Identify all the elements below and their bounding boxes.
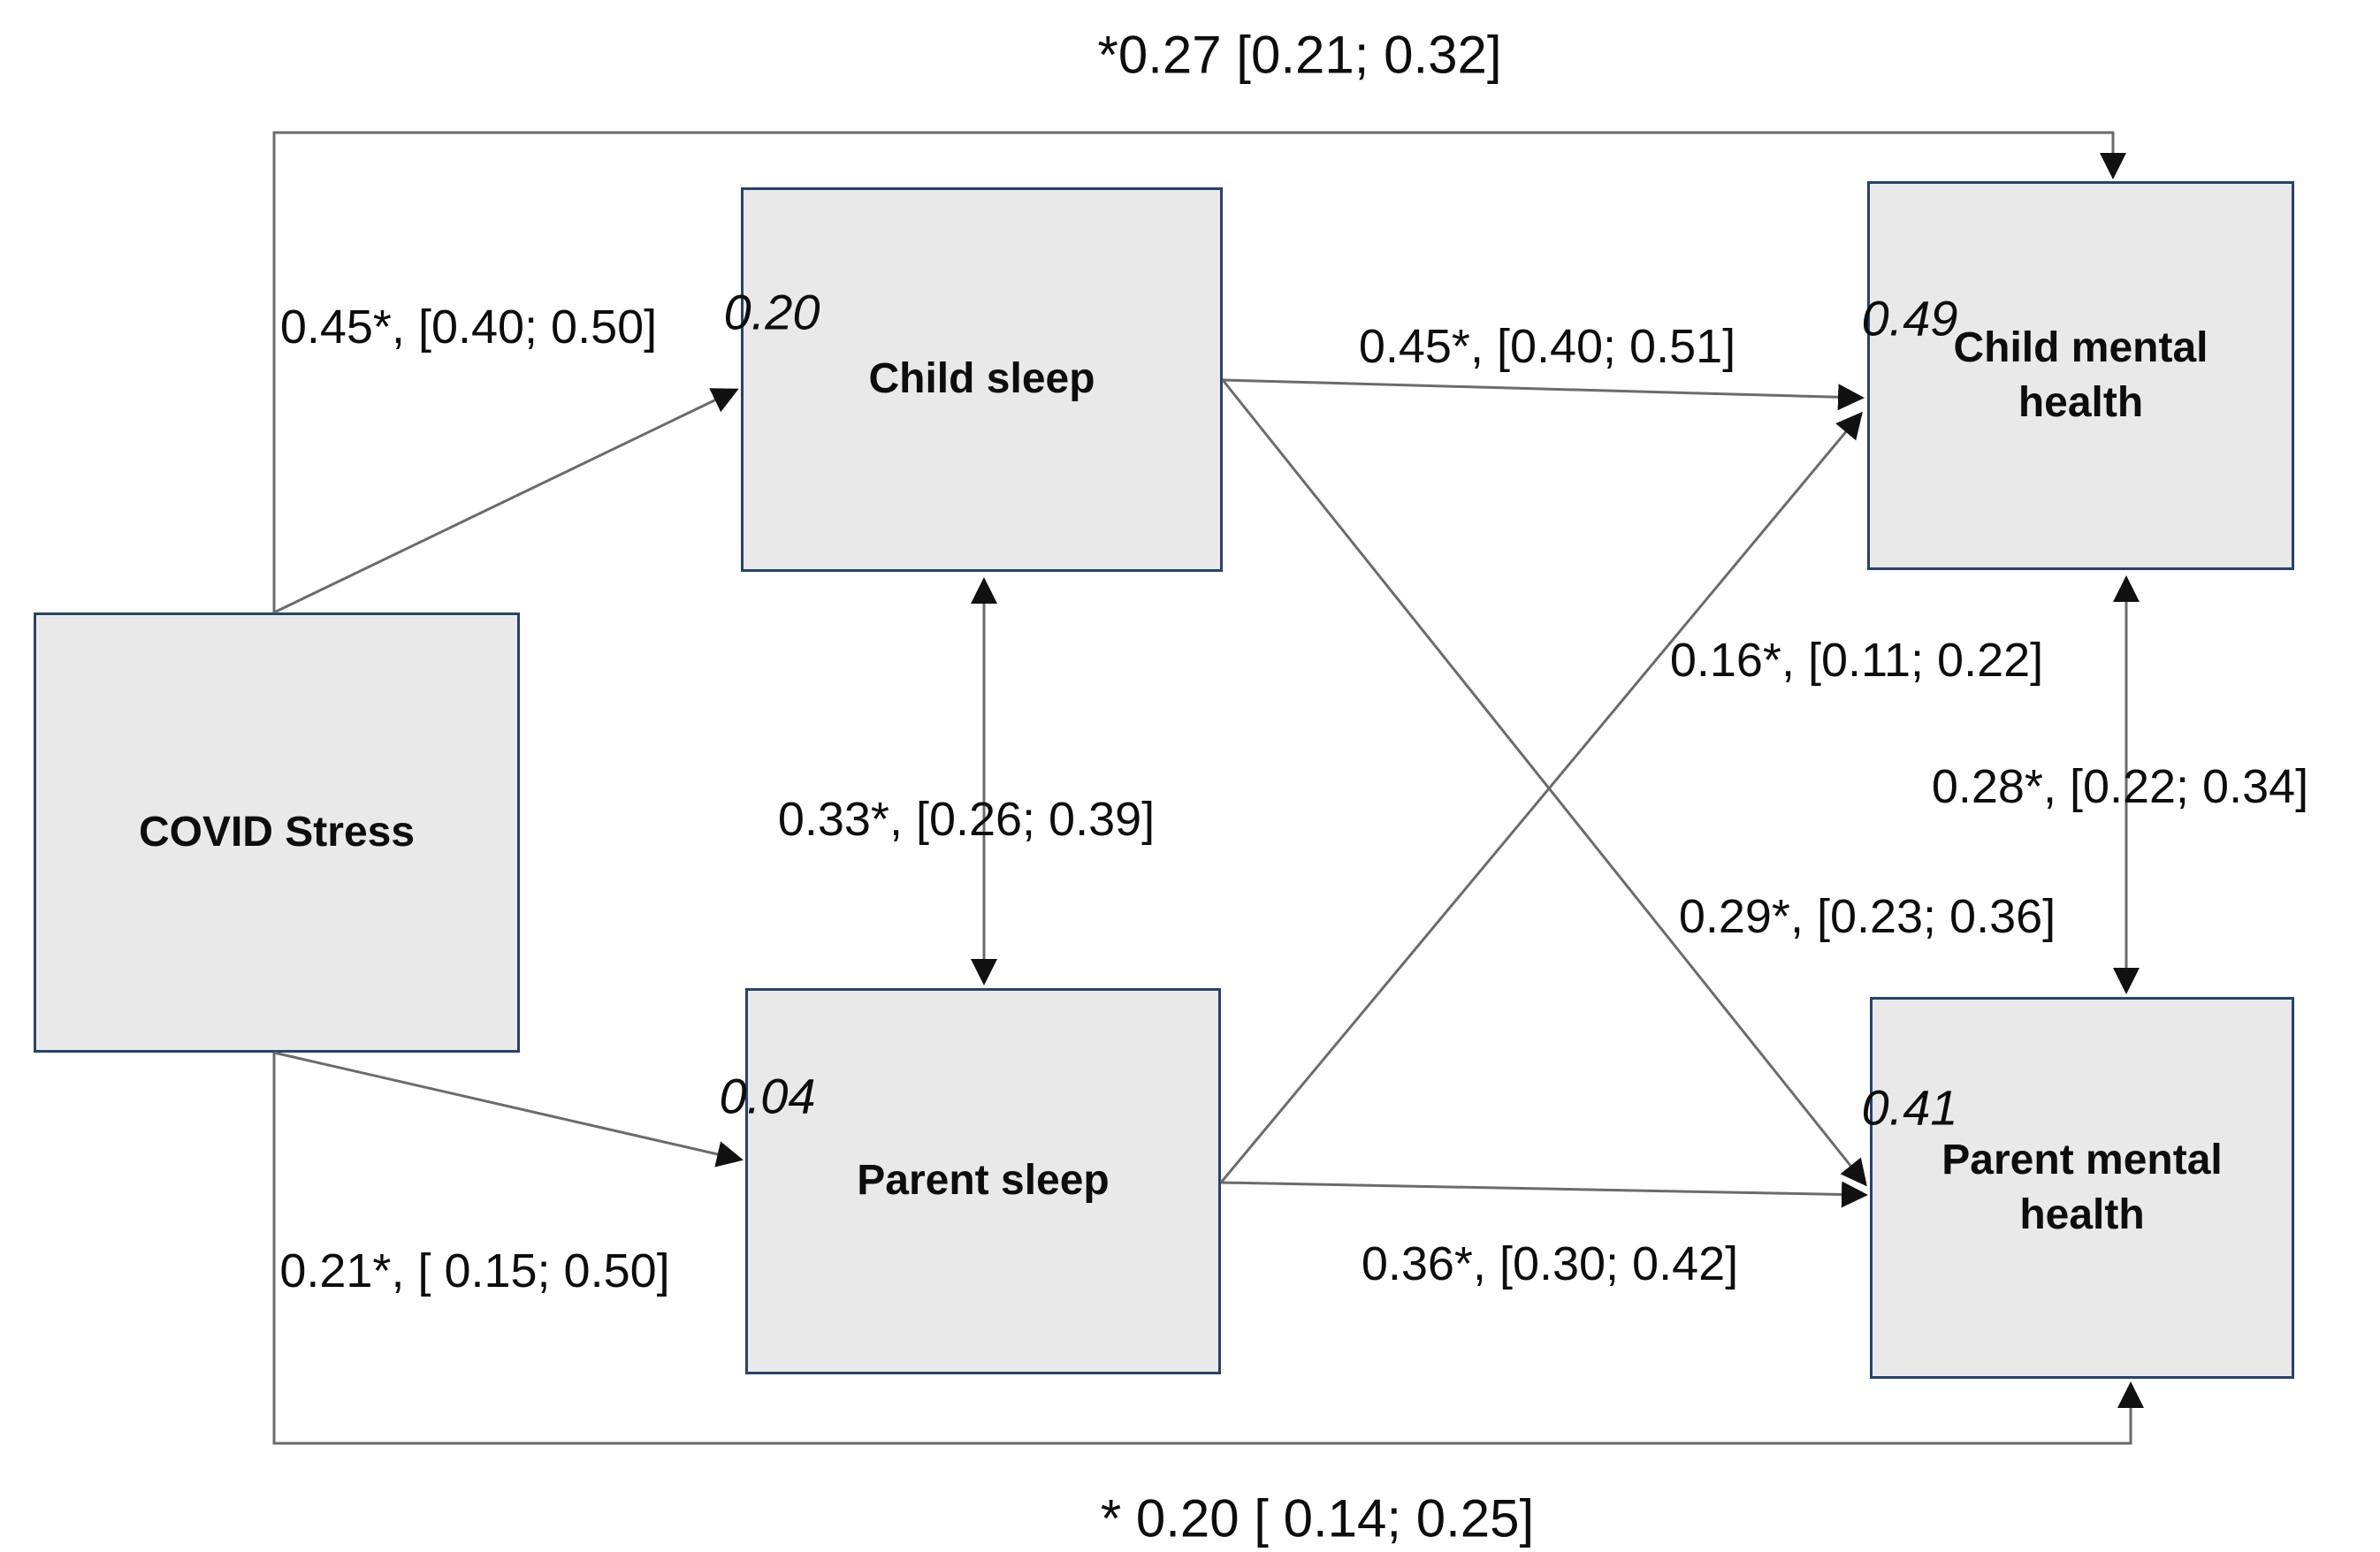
edge-label-covid-to-parent-sleep: 0.21*, [ 0.15; 0.50] (279, 1244, 670, 1297)
edge-label-covid-to-child-sleep: 0.45*, [0.40; 0.50] (279, 301, 658, 354)
node-parent-sleep: Parent sleep (745, 988, 1221, 1374)
edge-covid-to-child-sleep-line (273, 388, 739, 614)
node-covid-stress: COVID Stress (34, 612, 520, 1053)
edge-covid-to-parent-sleep-line (273, 1051, 744, 1168)
edge-label-child-mh-parent-mh-covariance: 0.28*, [0.22; 0.34] (1931, 760, 2309, 813)
edge-label-parent-sleep-to-parent-mental-health: 0.36*, [0.30; 0.42] (1361, 1237, 1739, 1290)
edge-covid-to-parent-mental-health-line (272, 1053, 2144, 1445)
edge-label-parent-sleep-to-child-mental-health: 0.16*, [0.11; 0.22] (1669, 634, 2044, 687)
edge-parent-sleep-to-parent-mental-health-line (1220, 1181, 1868, 1208)
r2-label-parent-mental-health: 0.41 (1861, 1079, 1958, 1136)
r2-label-parent-sleep: 0.04 (719, 1068, 816, 1124)
r2-label-child-mental-health: 0.49 (1861, 290, 1958, 346)
node-child-mental-health: Child mental health (1867, 181, 2294, 570)
node-covid-stress-label: COVID Stress (138, 808, 416, 856)
node-child-mental-health-label: Child mental health (1953, 323, 2208, 426)
node-parent-sleep-label: Parent sleep (857, 1157, 1110, 1205)
edge-parent-sleep-to-child-mental-health-line (1219, 411, 1863, 1183)
r2-label-child-sleep: 0.20 (723, 284, 820, 340)
edge-label-child-sleep-to-parent-mental-health: 0.29*, [0.23; 0.36] (1678, 890, 2056, 943)
node-child-sleep: Child sleep (741, 187, 1223, 572)
edge-label-covid-to-child-mental-health: *0.27 [0.21; 0.32] (1097, 25, 1502, 85)
node-parent-mental-health-label: Parent mental health (1941, 1136, 2223, 1238)
node-child-sleep-label: Child sleep (868, 355, 1095, 403)
edge-label-child-sleep-parent-sleep-covariance: 0.33*, [0.26; 0.39] (777, 793, 1156, 846)
edge-covid-to-child-mental-health-line (272, 131, 2126, 612)
node-parent-mental-health: Parent mental health (1870, 997, 2294, 1379)
edge-label-covid-to-parent-mental-health: * 0.20 [ 0.14; 0.25] (1100, 1488, 1535, 1548)
edge-child-sleep-to-child-mental-health-line (1222, 378, 1865, 411)
edge-child-sleep-to-parent-mental-health-line (1221, 379, 1867, 1187)
edge-label-child-sleep-to-child-mental-health: 0.45*, [0.40; 0.51] (1358, 320, 1736, 373)
